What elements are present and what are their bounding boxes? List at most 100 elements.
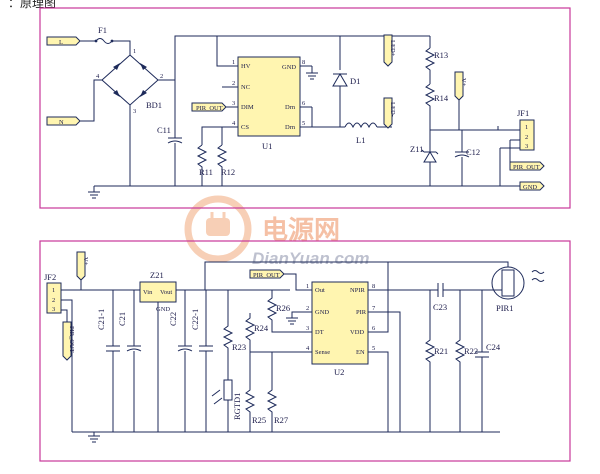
r25-ref: R25: [252, 415, 266, 425]
pir1-sensor: [491, 266, 525, 300]
r22-ref: R22: [464, 346, 478, 356]
r21-symbol: [424, 290, 436, 432]
c24-ref: C24: [486, 342, 501, 352]
c22-1-ref: C22-1: [190, 309, 200, 330]
jf2-connector: [46, 282, 62, 314]
r23-ref: R23: [232, 342, 246, 352]
svg-text:1: 1: [52, 287, 55, 294]
ground-symbol-u2: [286, 317, 298, 325]
svg-text:PIR_OUT: PIR_OUT: [196, 105, 223, 112]
svg-text:CS: CS: [241, 124, 249, 131]
svg-text:3: 3: [52, 306, 55, 313]
svg-text:5: 5: [372, 345, 375, 352]
r11-symbol: [196, 144, 208, 186]
svg-text:LED+: LED+: [389, 40, 396, 57]
svg-text:1: 1: [525, 124, 528, 131]
net-tag-pir-out-jf1: PIR_OUT: [509, 161, 545, 171]
r23-symbol: [222, 290, 234, 380]
r26-ref: R26: [276, 303, 290, 313]
svg-text:LED-: LED-: [389, 102, 396, 117]
svg-text:2: 2: [306, 305, 309, 312]
jf2-ref: JF2: [44, 272, 56, 282]
net-tag-pir-out-u1: PIR_OUT: [191, 102, 227, 112]
watermark-en: DianYuan.com: [252, 249, 369, 268]
jf1-ref: JF1: [517, 108, 529, 118]
svg-text:Vin: Vin: [143, 289, 153, 296]
svg-text:3: 3: [525, 143, 528, 150]
r13-ref: R13: [434, 50, 448, 60]
svg-text:4: 4: [232, 120, 236, 127]
d1-symbol: [332, 73, 348, 87]
r12-symbol: [216, 144, 228, 186]
svg-text:6: 6: [372, 325, 376, 332]
c21-symbol: [126, 290, 142, 432]
svg-text:Drn: Drn: [285, 104, 296, 111]
u1-ref: U1: [262, 141, 272, 151]
ground-symbol-u1: [306, 72, 318, 80]
svg-text:V+: V+: [460, 78, 467, 87]
svg-text:GND: GND: [156, 306, 170, 313]
infrared-waves-icon: [531, 270, 545, 282]
svg-text:1: 1: [306, 283, 309, 290]
u2-left-pins: 1 Out 2 GND 3 DT 4 Sense: [300, 283, 330, 356]
svg-text:GND: GND: [315, 309, 329, 316]
r24-ref: R24: [254, 323, 269, 333]
net-tag-live: L: [46, 36, 81, 46]
u1-right-pins: 8 GND 6 Drn 5 Drn: [282, 59, 312, 131]
svg-text:VDD: VDD: [350, 329, 364, 336]
svg-text:DIM: DIM: [241, 104, 254, 111]
net-tag-vcc-top: V+: [454, 71, 467, 101]
net-tag-pir-out-jf2: PIR_OUT: [62, 321, 75, 361]
svg-text:PIR: PIR: [356, 309, 367, 316]
svg-text:2: 2: [525, 134, 528, 141]
l1-symbol: [344, 122, 378, 129]
svg-text:Out: Out: [315, 287, 325, 294]
svg-text:PIR_OUT: PIR_OUT: [513, 164, 540, 171]
svg-text:1: 1: [232, 59, 235, 66]
c22-ref: C22: [168, 312, 178, 326]
svg-text:PIR_OUT: PIR_OUT: [68, 326, 75, 353]
c22-symbol: [177, 290, 193, 432]
svg-text:Vout: Vout: [160, 289, 172, 296]
r12-ref: R12: [221, 167, 235, 177]
svg-text:2: 2: [52, 297, 55, 304]
net-tag-neutral-label: N: [59, 119, 64, 126]
ground-symbol-top: [88, 191, 100, 199]
z11-ref: Z11: [410, 144, 423, 154]
z21-ref: Z21: [150, 270, 164, 280]
bottom-panel-border: [39, 240, 571, 462]
svg-text:3: 3: [232, 100, 235, 107]
u1-ic: [237, 56, 301, 137]
net-tag-led-plus: LED+: [383, 34, 396, 67]
c12-ref: C12: [466, 147, 480, 157]
c23-ref: C23: [433, 302, 447, 312]
rgtd1-photodiode: [211, 379, 233, 405]
svg-text:7: 7: [372, 305, 376, 312]
svg-text:PIR_OUT: PIR_OUT: [253, 272, 280, 279]
net-tag-gnd: GND: [519, 181, 545, 191]
net-tag-pir-out-u2: PIR_OUT: [249, 269, 285, 279]
r14-symbol: [424, 83, 436, 130]
top-panel-border: [39, 7, 571, 209]
svg-text:3: 3: [306, 325, 309, 332]
r21-ref: R21: [434, 346, 448, 356]
r11-ref: R11: [199, 167, 213, 177]
c21-1-symbol: [106, 290, 120, 432]
r26-symbol: [266, 290, 306, 333]
net-tag-neutral: N: [46, 116, 81, 126]
bridge-ref: BD1: [146, 100, 162, 110]
header-caption: ：原理图: [8, 0, 57, 10]
rgtd1-ref: RGTD1: [232, 393, 242, 420]
svg-text:4: 4: [306, 345, 310, 352]
pir1-ref: PIR1: [496, 303, 513, 313]
svg-text:EN: EN: [356, 349, 365, 356]
ground-symbol-bottom: [88, 435, 100, 443]
svg-text:6: 6: [302, 100, 306, 107]
u2-ic: [311, 281, 369, 365]
bridge-rectifier: [101, 54, 159, 106]
bridge-pin-2: 2: [160, 73, 163, 80]
net-tag-led-minus: LED-: [383, 97, 396, 129]
svg-text:V+: V+: [82, 257, 89, 266]
svg-text:2: 2: [232, 80, 235, 87]
